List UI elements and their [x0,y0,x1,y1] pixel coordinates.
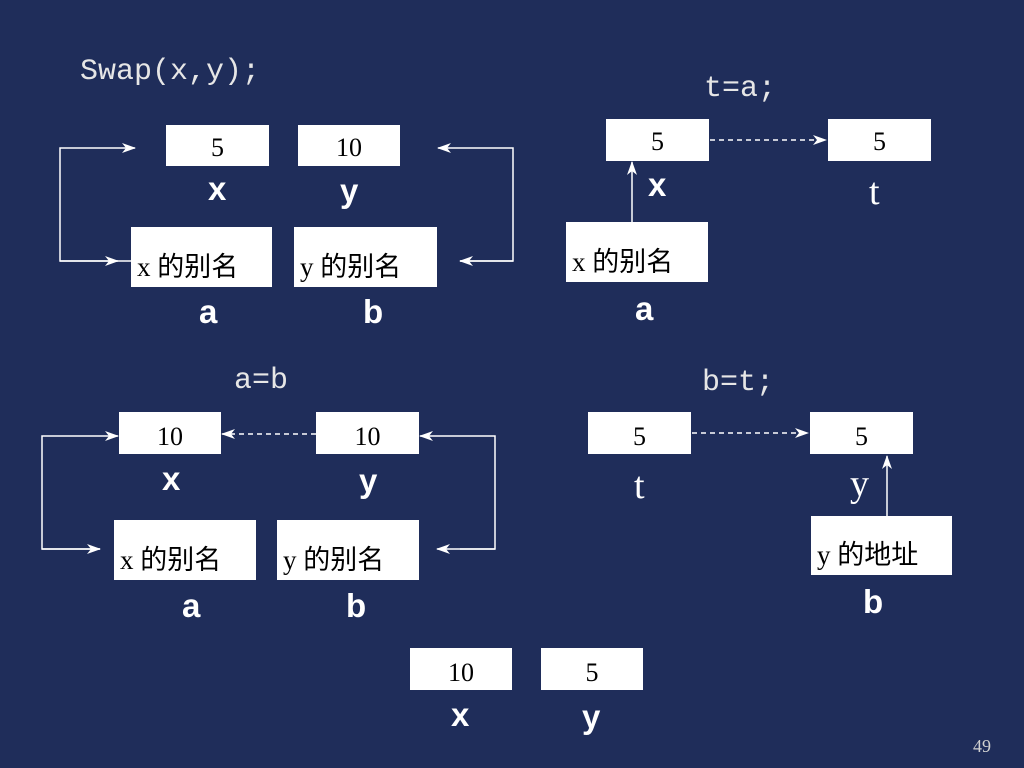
result-box-y: 5 [541,648,643,690]
p1-left-loop-arrow [59,143,136,262]
p2-label-a: a [635,290,654,327]
p2-box-t: 5 [828,119,931,161]
p4-alias-b: y 的地址 [811,516,952,575]
p4-box-t: 5 [588,412,691,454]
p3-alias-a: x 的别名 [114,520,256,580]
p1-alias-a: x 的别名 [131,227,272,287]
p4-label-b: b [863,583,884,620]
p2-alias-a: x 的别名 [566,222,708,282]
page-number: 49 [973,736,991,756]
p1-code: Swap(x,y); [80,55,261,89]
p2-code: t=a; [704,72,777,106]
p3-alias-b: y 的别名 [277,520,419,580]
p2-label-t: t [869,171,880,213]
p4-box-y: 5 [810,412,913,454]
result-box-x: 10 [410,648,512,690]
p3-label-y: y [359,462,378,499]
p3-right-loop-arrow [419,431,496,550]
p1-alias-b: y 的别名 [294,227,437,287]
p3-label-b: b [346,587,367,624]
p3-box-x: 10 [119,412,221,454]
p1-label-x: x [208,170,227,207]
p3-code: a=b [234,364,289,398]
p1-label-y: y [340,172,359,209]
p4-label-t: t [634,465,645,507]
result-label-x: x [451,696,470,733]
p2-label-x: x [648,166,667,203]
p3-label-a: a [182,587,201,624]
p1-label-b: b [363,293,384,330]
p2-box-x: 5 [606,119,709,161]
p1-box-y: 10 [298,125,400,166]
p4-label-y: y [850,463,869,505]
p3-box-y: 10 [316,412,419,454]
p1-label-a: a [199,293,218,330]
p4-code: b=t; [702,366,775,400]
p3-label-x: x [162,460,181,497]
result-label-y: y [582,698,601,735]
p3-left-loop-arrow [41,431,119,550]
p1-box-x: 5 [166,125,269,166]
p1-right-loop-arrow [437,143,514,262]
